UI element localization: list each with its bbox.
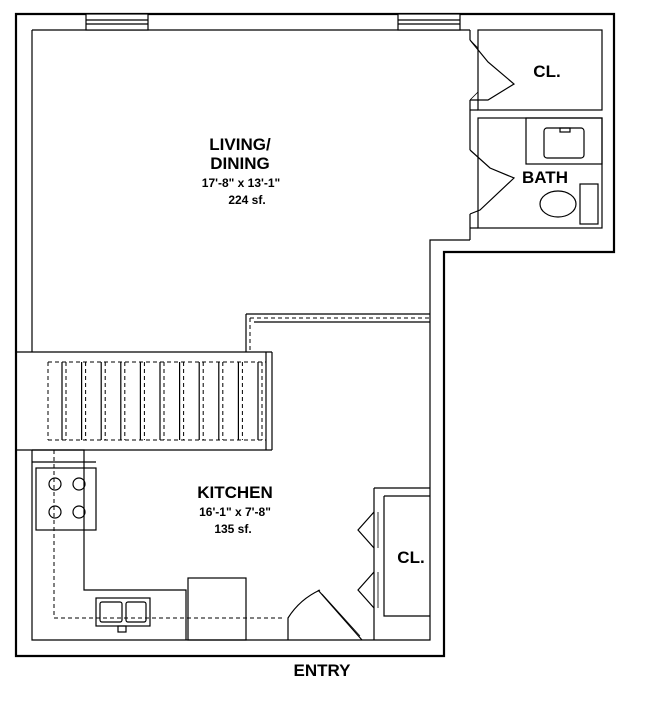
living-dining-name-line2: DINING [210,154,270,173]
living-dining-area: 224 sf. [228,193,265,207]
toilet-icon [539,183,599,225]
window-right [397,13,461,31]
bath-vanity [525,117,603,165]
living-dining-dimensions: 17'-8" x 13'-1" [202,176,280,190]
upper-closet-door[interactable] [469,39,516,101]
bath-door[interactable] [469,149,516,215]
kitchen-name: KITCHEN [197,483,273,502]
bath-label: BATH [522,168,568,187]
lower-closet [373,487,430,640]
stove-icon [35,467,97,531]
stair-outline [47,361,266,441]
entry-label: ENTRY [294,661,352,680]
kitchen-area: 135 sf. [214,522,251,536]
stair-railing [32,313,430,451]
upper-closet [469,29,603,118]
lower-closet-label: CL. [397,548,424,567]
lower-closet-doors[interactable] [357,511,379,609]
refrigerator-icon [187,577,247,641]
kitchen-dimensions: 16'-1" x 7'-8" [199,505,271,519]
stair-treads [47,361,266,441]
upper-closet-label: CL. [533,62,560,81]
kitchen-counter [32,449,282,640]
sink-icon [95,597,151,633]
living-dining-name-line1: LIVING/ [209,135,271,154]
entry-door[interactable] [287,589,363,641]
window-left [85,13,149,31]
